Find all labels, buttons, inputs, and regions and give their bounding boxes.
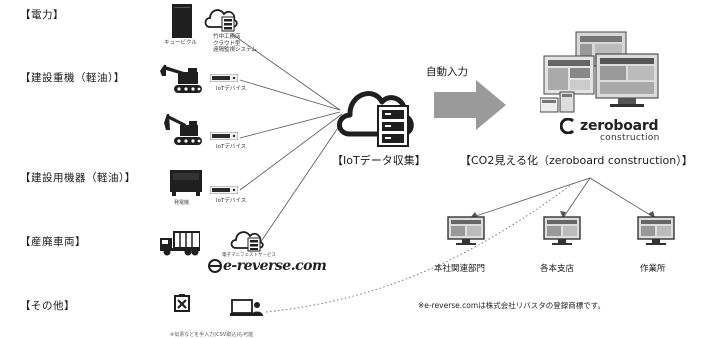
zeroboard-mark-icon — [560, 118, 575, 134]
generator-label: 発電機 — [174, 200, 190, 206]
cloud-server-icon — [204, 9, 238, 32]
line-dept-1 — [469, 177, 591, 219]
document-icon — [174, 294, 190, 312]
line-dept-3 — [589, 177, 656, 219]
ereverse-tagline: 電子マニフェストサービス — [222, 253, 276, 258]
line-heavy-2 — [239, 111, 341, 139]
ereverse-mark-icon — [208, 259, 222, 273]
iot-device-label-3: IoTデバイス — [216, 198, 247, 204]
category-power: 【電力】 — [20, 9, 64, 21]
iot-device-icon-3 — [210, 186, 238, 194]
ereverse-logo: e-reverse.com — [208, 258, 327, 274]
auto-input-arrow-icon — [434, 80, 506, 130]
other-caption: ※伝票などを手入力(CSV取込)も可能 — [170, 332, 254, 338]
iot-collection-label: 【IoTデータ収集】 — [332, 154, 426, 167]
iot-cloud-server-icon — [337, 91, 414, 147]
zeroboard-brand-sub: construction — [600, 133, 660, 143]
dotted-other-line — [265, 181, 576, 313]
monitor-icon-2 — [543, 216, 581, 245]
iot-device-label-1: IoTデバイス — [216, 86, 247, 92]
department-work-site: 作業所 — [640, 264, 666, 274]
cubicle-label: キュービクル — [164, 40, 197, 46]
excavator-icon — [160, 65, 202, 93]
generator-icon — [170, 170, 202, 196]
line-power — [231, 33, 341, 111]
category-equipment: 【建設用機器（軽油）】 — [20, 172, 136, 184]
zeroboard-logo: zeroboard — [560, 118, 659, 134]
department-head-office: 本社関連部門 — [434, 264, 486, 274]
auto-input-label: 自動入力 — [426, 66, 468, 78]
line-waste — [259, 115, 347, 244]
pc-user-icon — [230, 299, 263, 316]
category-waste-vehicle: 【産廃車両】 — [20, 236, 86, 248]
monitor-icon-1 — [447, 216, 485, 245]
line-dept-2 — [562, 177, 591, 219]
trademark-note: ※e-reverse.comは株式会社リバスタの登録商標です。 — [418, 301, 605, 310]
ereverse-logo-text: e-reverse.com — [223, 258, 327, 274]
co2-visualization-label: 【CO2見える化（zeroboard construction）】 — [460, 154, 693, 167]
cloud-server-icon-ereverse — [230, 231, 264, 252]
monitor-icon-3 — [637, 216, 675, 245]
dump-truck-icon — [160, 231, 200, 256]
iot-device-icon-1 — [210, 74, 238, 82]
long-arm-excavator-icon — [164, 114, 202, 145]
department-branches: 各本支店 — [540, 264, 575, 274]
cubicle-icon — [172, 4, 192, 38]
category-other: 【その他】 — [20, 300, 75, 312]
zeroboard-brand-name: zeroboard — [580, 118, 659, 134]
line-heavy-1 — [239, 79, 341, 111]
iot-device-icon-2 — [210, 132, 238, 140]
line-equipment — [239, 113, 343, 191]
iot-device-label-2: IoTデバイス — [216, 144, 247, 150]
category-heavy-machinery: 【建設重機（軽油）】 — [20, 72, 125, 84]
monitoring-system-label: 竹中工務店 クラウド型 遠隔監視システム — [213, 34, 257, 54]
dashboard-screens-icon — [540, 31, 659, 113]
